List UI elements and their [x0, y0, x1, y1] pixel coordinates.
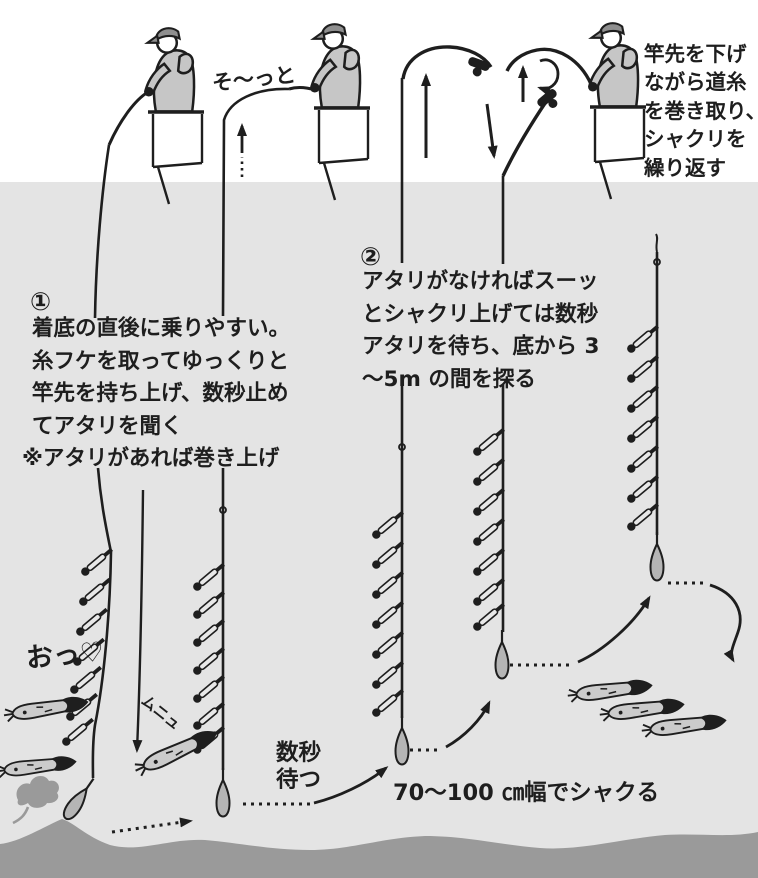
drag-bottom-dotted-arrow	[111, 817, 193, 834]
sink-down-arrow	[132, 489, 145, 753]
drop-down-arrow	[485, 103, 498, 159]
rig-3	[369, 78, 410, 766]
step2-marker: ②	[360, 242, 382, 271]
step1-line: 着底の直後に乗りやすい。	[32, 316, 291, 341]
rod-3-swept-up	[401, 45, 493, 80]
reel-note-line: シャクリを	[644, 127, 747, 152]
hop-arrow-2	[445, 700, 491, 749]
step1-line: てアタリを聞く	[32, 413, 183, 439]
step1-note: ※アタリがあれば巻き上げ	[22, 446, 280, 471]
angler-figure-3	[586, 21, 640, 108]
reel-note-line: 竿先を下げ	[644, 42, 747, 66]
step2-text: アタリがなければスーッ とシャクリ上げては数秒 アタリを待ち、底から 3 ～5m…	[362, 266, 599, 396]
squid-excited-label: おっ♡	[24, 636, 106, 675]
rod-1	[107, 90, 149, 146]
reel-note-line: 繰り返す	[644, 155, 726, 180]
angler-figure-2	[308, 22, 362, 109]
step2-line: とシャクリ上げては数秒	[362, 301, 599, 327]
hop-arrow-3	[577, 595, 651, 664]
rig-4	[470, 176, 510, 680]
stroke-range-label: 70～100 ㎝幅でシャクる	[393, 780, 660, 806]
reel-note-line: を巻き取り、	[644, 98, 758, 123]
rig-1	[59, 144, 116, 824]
hop-arrow-1	[313, 766, 389, 805]
seafloor	[0, 819, 758, 878]
reel-note-text: 竿先を下げ ながら道糸 を巻き取り、 シャクリを 繰り返す	[644, 40, 758, 182]
dust-puff	[12, 775, 60, 825]
reel-note-line: ながら道糸	[644, 70, 747, 95]
wait-seconds-label: 数秒 待つ	[276, 740, 321, 794]
step1-marker: ①	[30, 287, 52, 316]
lower-back-arrow	[709, 583, 742, 663]
step2-line: アタリがなければスーッ	[362, 269, 599, 294]
step1-line: 竿先を持ち上げ、数秒止め	[32, 381, 289, 406]
rig-5	[624, 233, 665, 582]
wait-line: 数秒	[276, 740, 322, 766]
reel-circular-arrow	[537, 58, 560, 96]
rod-3-held-up	[505, 47, 593, 85]
step2-line: アタリを待ち、底から 3	[362, 334, 600, 359]
step1-text: 着底の直後に乗りやすい。 糸フケを取ってゆっくりと 竿先を持ち上げ、数秒止め て…	[22, 313, 291, 476]
step1-line: 糸フケを取ってゆっくりと	[32, 348, 289, 374]
rod-2	[288, 86, 316, 92]
wait-line: 待つ	[276, 767, 322, 793]
rig-2	[190, 87, 290, 818]
step2-line: ～5m の間を探る	[362, 366, 536, 392]
angler-figure-1	[142, 26, 196, 113]
